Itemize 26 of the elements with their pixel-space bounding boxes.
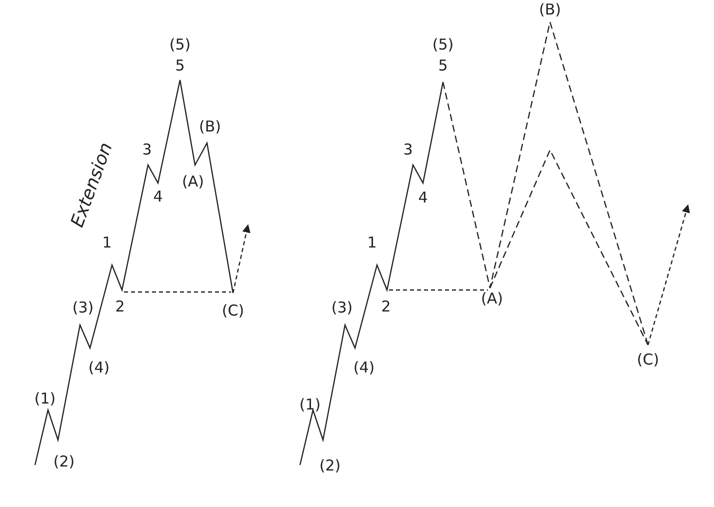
wave-label: 1	[102, 234, 112, 252]
wave-label: 4	[418, 190, 428, 206]
wave-label: (2)	[53, 454, 75, 470]
wave-label: (A)	[481, 290, 503, 308]
wave-label: 3	[142, 142, 152, 158]
wave-label: 2	[115, 298, 125, 316]
wave-label: (5)	[432, 36, 454, 54]
wave-label: (1)	[34, 390, 56, 408]
wave-label: 3	[403, 142, 413, 158]
wave-label: (3)	[331, 300, 353, 316]
wave-label: 5	[438, 58, 448, 74]
wave-label: (1)	[299, 396, 321, 414]
wave-label: (4)	[88, 360, 110, 376]
wave-label: (C)	[222, 302, 244, 320]
wave-label: 5	[175, 58, 185, 74]
wave-label: (4)	[353, 360, 375, 376]
wave-label: 1	[367, 234, 377, 252]
wave-label: 2	[381, 298, 391, 316]
wave-label: 4	[153, 188, 163, 206]
wave-label: (3)	[72, 300, 94, 316]
wave-label: (5)	[169, 36, 191, 54]
wave-label: (A)	[182, 174, 204, 190]
wave-label: (B)	[539, 2, 561, 18]
wave-label: (C)	[636, 352, 660, 368]
wave-label: (2)	[319, 458, 341, 474]
wave-label: (B)	[199, 118, 221, 136]
